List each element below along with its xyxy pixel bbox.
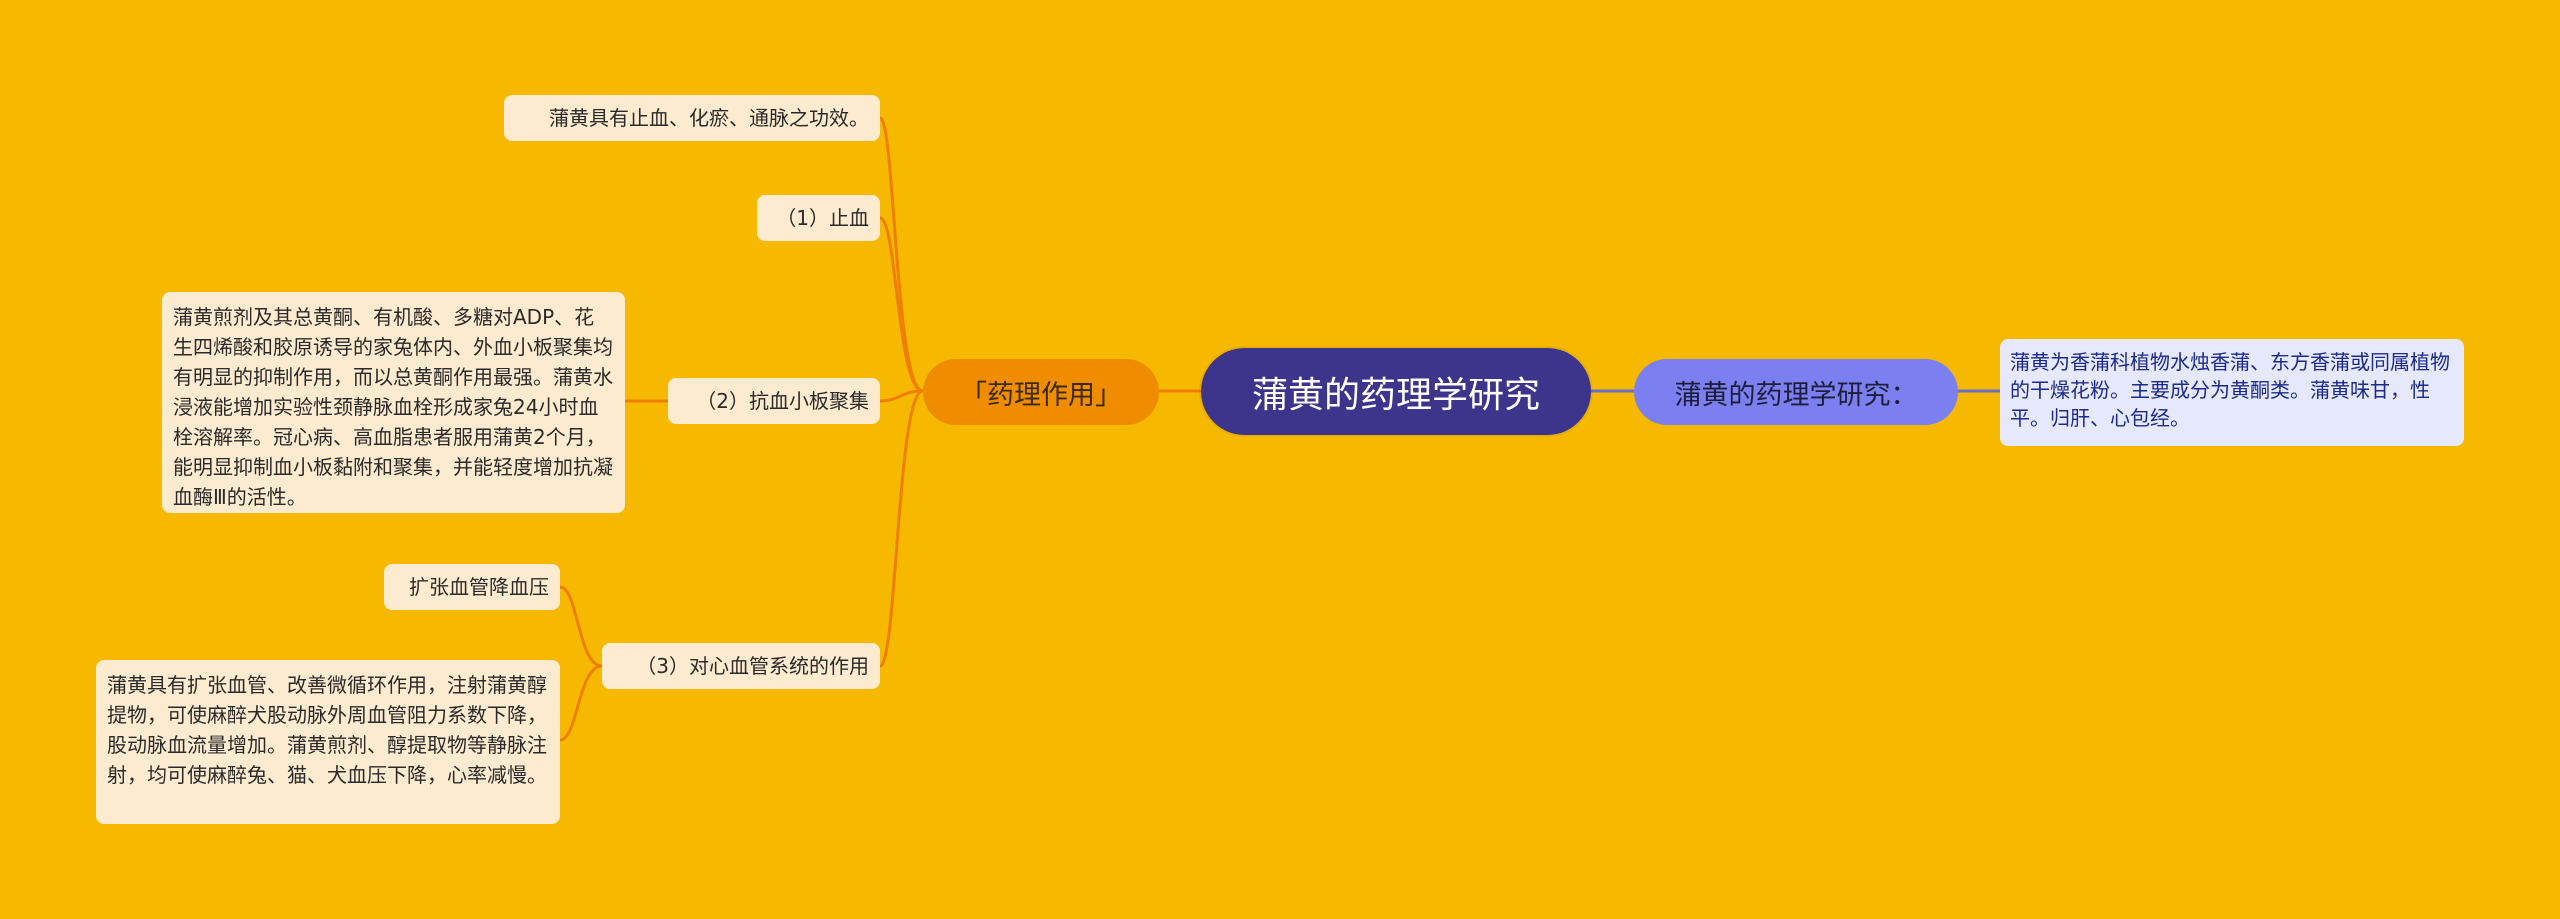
branch-overview-label: 蒲黄的药理学研究： xyxy=(1674,379,1918,411)
item-vasodilation-detail[interactable]: 蒲黄具有扩张血管、改善微循环作用，注射蒲黄醇提物，可使麻醉犬股动脉外周血管阻力系… xyxy=(96,660,560,824)
branch-pharmacology-label: 「药理作用」 xyxy=(960,379,1122,411)
item-vasodilation-label: 扩张血管降血压 xyxy=(409,575,549,599)
connector-item-1 xyxy=(878,116,924,393)
connector-item-3 xyxy=(879,389,924,403)
item-antiplatelet-detail-text: 蒲黄煎剂及其总黄酮、有机酸、多糖对ADP、花生四烯酸和胶原诱导的家兔体内、外血小… xyxy=(173,305,613,509)
item-antiplatelet[interactable]: （2）抗血小板聚集 xyxy=(668,378,880,424)
item-cardiovascular[interactable]: （3）对心血管系统的作用 xyxy=(602,643,880,689)
branch-overview[interactable]: 蒲黄的药理学研究： xyxy=(1634,359,1958,425)
item-hemostasis-label: （1）止血 xyxy=(776,206,869,230)
connector-item-4 xyxy=(878,389,924,668)
connector-item-4-child-1 xyxy=(559,585,603,668)
item-efficacy-label: 蒲黄具有止血、化瘀、通脉之功效。 xyxy=(549,106,869,130)
overview-note[interactable]: 蒲黄为香蒲科植物水烛香蒲、东方香蒲或同属植物的干燥花粉。主要成分为黄酮类。蒲黄味… xyxy=(2000,339,2464,446)
connector-item-2 xyxy=(879,216,924,393)
item-efficacy[interactable]: 蒲黄具有止血、化瘀、通脉之功效。 xyxy=(504,95,880,141)
item-antiplatelet-detail[interactable]: 蒲黄煎剂及其总黄酮、有机酸、多糖对ADP、花生四烯酸和胶原诱导的家兔体内、外血小… xyxy=(162,292,625,513)
branch-pharmacology[interactable]: 「药理作用」 xyxy=(923,359,1159,425)
central-topic[interactable]: 蒲黄的药理学研究 xyxy=(1201,348,1591,435)
item-vasodilation[interactable]: 扩张血管降血压 xyxy=(384,564,560,610)
item-cardiovascular-label: （3）对心血管系统的作用 xyxy=(636,654,869,678)
overview-note-text: 蒲黄为香蒲科植物水烛香蒲、东方香蒲或同属植物的干燥花粉。主要成分为黄酮类。蒲黄味… xyxy=(2010,350,2450,430)
item-antiplatelet-label: （2）抗血小板聚集 xyxy=(696,389,869,413)
item-hemostasis[interactable]: （1）止血 xyxy=(757,195,880,241)
connector-item-4-child-2 xyxy=(559,664,603,742)
item-vasodilation-detail-text: 蒲黄具有扩张血管、改善微循环作用，注射蒲黄醇提物，可使麻醉犬股动脉外周血管阻力系… xyxy=(107,673,547,787)
central-topic-label: 蒲黄的药理学研究 xyxy=(1251,374,1540,416)
